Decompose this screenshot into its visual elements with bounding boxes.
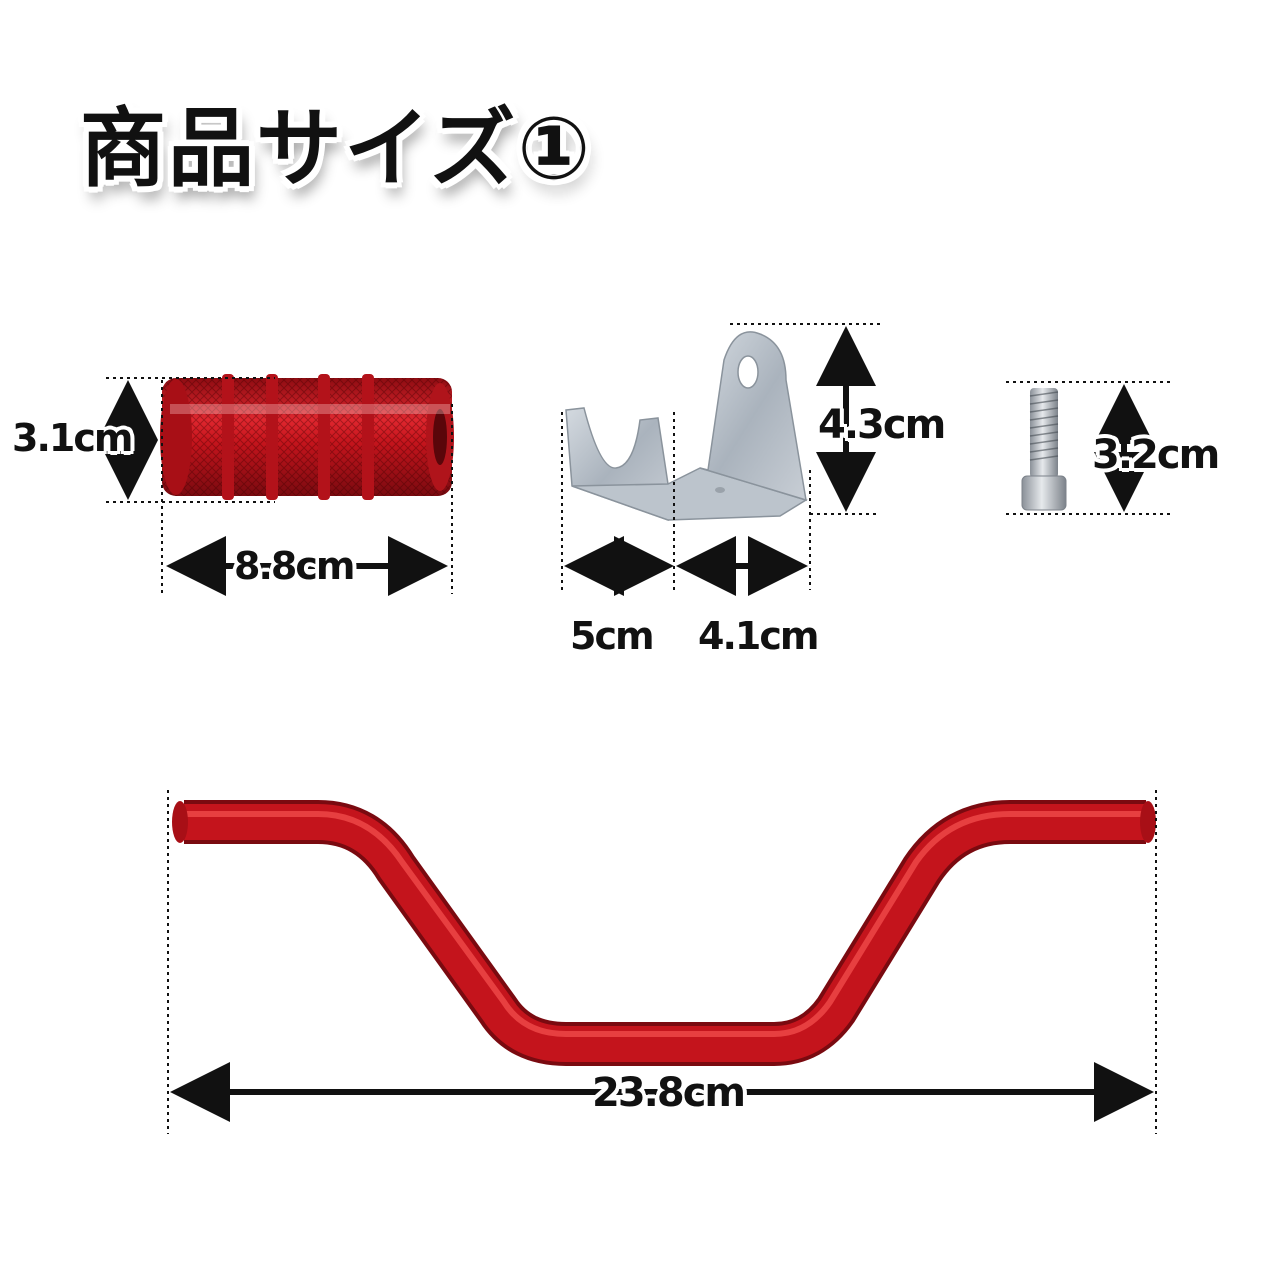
grip-dimensions [106, 377, 453, 594]
grip-ring [362, 374, 374, 500]
bolt-length-label: 3.2cm [1092, 432, 1220, 478]
grip-hole [433, 409, 447, 465]
grip-ring [266, 374, 278, 500]
bar-end-left [172, 801, 188, 843]
bar-dimensions [167, 790, 1157, 1134]
handle-bar [172, 800, 1156, 1066]
bar-length-label: 23.8cm [592, 1070, 746, 1116]
bracket-width-a-label: 5cm [570, 614, 655, 658]
bracket-height-label: 4.3cm [818, 402, 946, 448]
bar-tube [184, 800, 1146, 1066]
bolt-head [1021, 475, 1067, 511]
grip-ring [318, 374, 330, 500]
mount-bracket [565, 331, 808, 522]
bracket-dimensions [561, 323, 880, 590]
bar-end-right [1140, 801, 1156, 843]
grip-height-label: 3.1cm [12, 416, 133, 460]
page-title: 商品サイズ① [80, 99, 593, 199]
grip-ring [222, 374, 234, 500]
bracket-hole [737, 355, 759, 389]
foot-peg-grip [160, 374, 454, 500]
grip-end [160, 379, 192, 495]
grip-length-label: 8.8cm [234, 544, 355, 588]
bolt [1021, 388, 1067, 511]
bracket-width-b-label: 4.1cm [698, 614, 819, 658]
bracket-upright [699, 331, 807, 502]
